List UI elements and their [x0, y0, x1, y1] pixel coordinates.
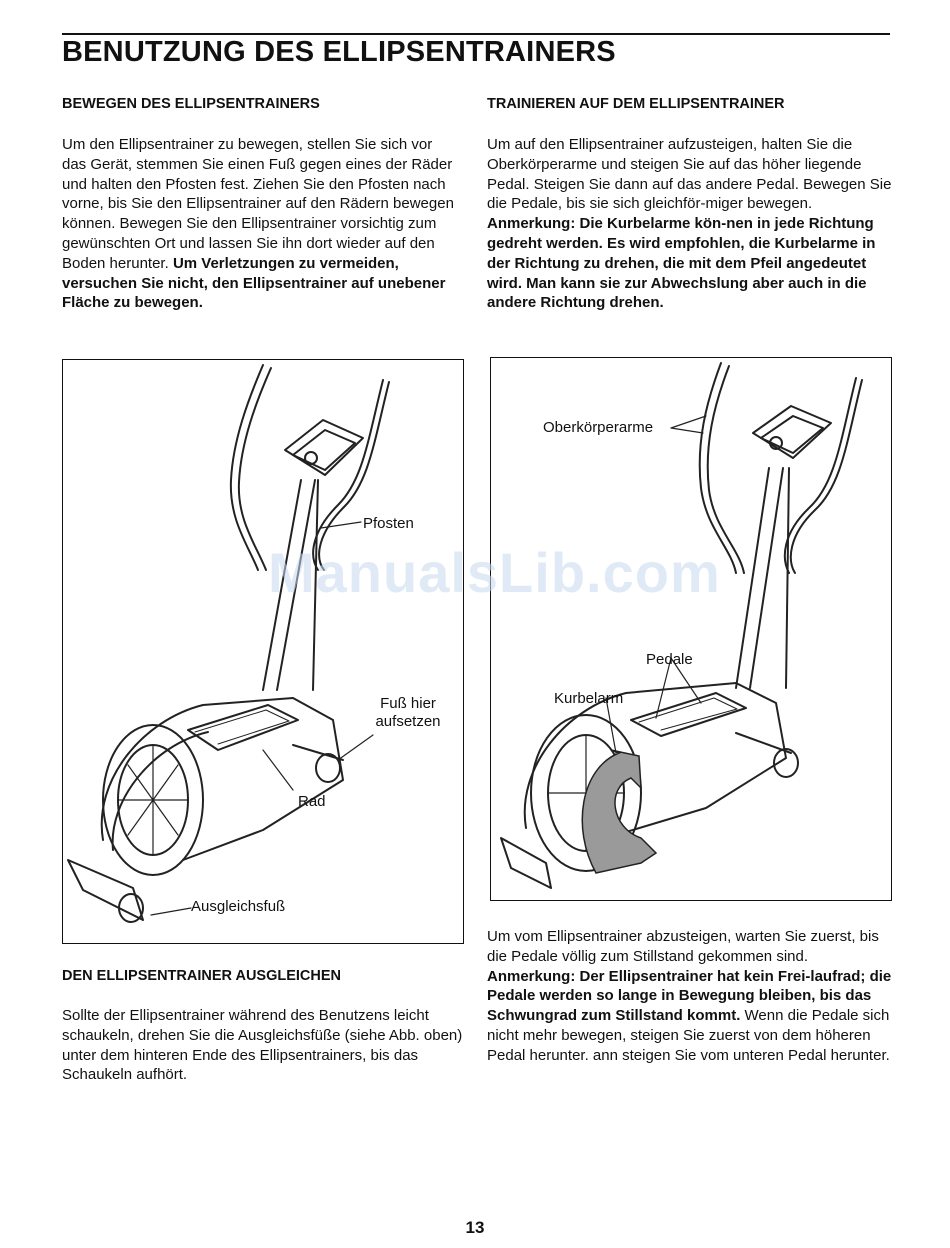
- label-pfosten: Pfosten: [363, 515, 414, 532]
- level-heading: DEN ELLIPSENTRAINER AUSGLEICHEN: [62, 968, 342, 984]
- elliptical-drawing-move: [67, 364, 390, 923]
- dismount-tail: Wenn die Pedale sich nicht mehr bewegen,…: [487, 1007, 890, 1064]
- figure-train: Oberkörperarme Pedale Kurbelarm: [490, 357, 892, 901]
- dismount-text: Um vom Ellipsentrainer abzusteigen, wart…: [487, 928, 879, 965]
- train-text: Um auf den Ellipsentrainer aufzusteigen,…: [487, 136, 892, 213]
- dismount-paragraph: Um vom Ellipsentrainer abzusteigen, wart…: [487, 927, 892, 1066]
- label-ausgleichsfuss: Ausgleichsfuß: [191, 898, 286, 915]
- page-number: 13: [465, 1218, 485, 1237]
- label-rad: Rad: [298, 793, 326, 810]
- move-heading: BEWEGEN DES ELLIPSENTRAINERS: [62, 96, 320, 112]
- dismount-note: Anmerkung: Der Ellipsentrainer hat kein …: [487, 967, 892, 1025]
- rotation-arrow-icon: [581, 749, 658, 874]
- train-paragraph: Um auf den Ellipsentrainer aufzusteigen,…: [487, 135, 892, 313]
- label-pedale: Pedale: [646, 651, 693, 668]
- page-title: BENUTZUNG DES ELLIPSENTRAINERS: [62, 36, 616, 68]
- move-paragraph: Um den Ellipsentrainer zu bewegen, stell…: [62, 135, 457, 313]
- figure-move: Pfosten Fuß hier aufsetzen Rad Ausgleich…: [62, 359, 464, 944]
- train-note: Anmerkung: Die Kurbelarme kön-nen in jed…: [487, 215, 876, 312]
- train-heading: TRAINIEREN AUF DEM ELLIPSENTRAINER: [487, 96, 785, 112]
- label-oberkoerperarme: Oberkörperarme: [543, 419, 654, 436]
- level-text: Sollte der Ellipsentrainer während des B…: [62, 1007, 463, 1084]
- label-kurbelarm: Kurbelarm: [554, 690, 624, 707]
- watermark: ManualsLib.com: [268, 541, 721, 604]
- move-warning: Um Verletzungen zu vermeiden, versuchen …: [62, 254, 446, 312]
- label-fuss-hier-aufsetzen: Fuß hier aufsetzen: [375, 695, 441, 730]
- title-rule: [62, 33, 890, 35]
- elliptical-drawing-train: [500, 362, 863, 889]
- move-text: Um den Ellipsentrainer zu bewegen, stell…: [62, 136, 454, 272]
